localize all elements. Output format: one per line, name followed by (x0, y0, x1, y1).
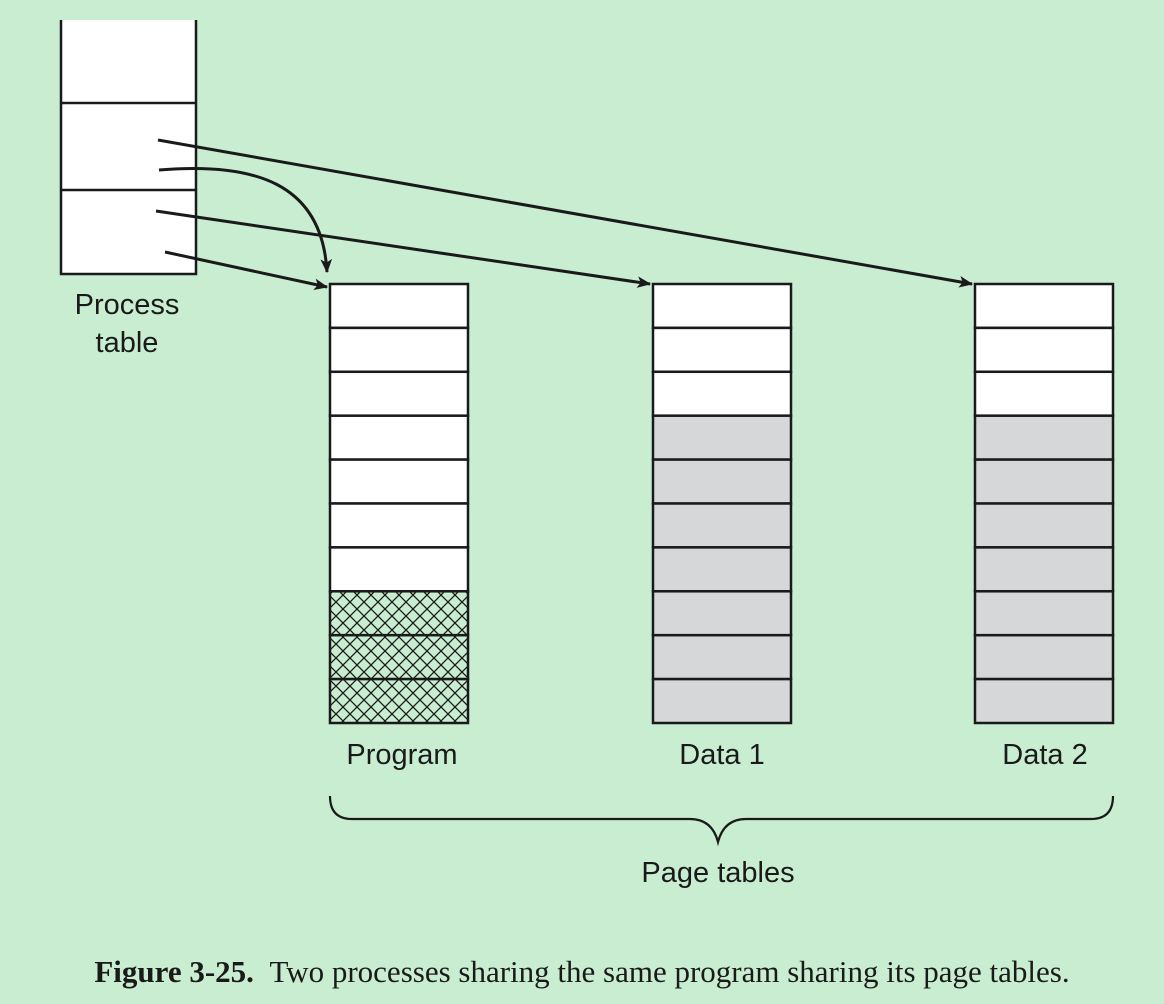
program-label: Program (346, 739, 458, 771)
data2-label: Data 2 (1002, 739, 1088, 771)
page-tables-label: Page tables (641, 857, 795, 889)
data2-page-entry (973, 458, 1115, 505)
program-page-table (328, 282, 470, 725)
program-page-entry (328, 282, 470, 330)
arrow-to-data1 (155, 209, 652, 288)
data2-page-entry (973, 590, 1115, 637)
arrow-to-data2 (157, 138, 974, 288)
process-table-label-line1: Process (74, 289, 180, 321)
data1-page-entry (651, 590, 793, 637)
program-page-entry (328, 458, 470, 505)
data1-page-entry (651, 414, 793, 461)
data1-label: Data 1 (679, 739, 765, 771)
program-page-entry (328, 633, 470, 681)
program-page-entry (328, 546, 470, 593)
data2-page-entry (973, 502, 1115, 549)
process-table (59, 20, 198, 276)
data1-page-entry (651, 502, 793, 549)
data2-page-entry (973, 414, 1115, 461)
figure-caption: Figure 3-25. Two processes sharing the s… (0, 952, 1164, 992)
data2-page-entry (973, 677, 1115, 725)
data1-page-entry (651, 326, 793, 374)
pointer-arrows (155, 138, 974, 290)
program-page-entry (328, 414, 470, 461)
data1-page-entry (651, 458, 793, 505)
data1-page-entry (651, 633, 793, 681)
data2-page-entry (973, 326, 1115, 374)
arrow-to-program (164, 250, 329, 290)
data2-page-entry (973, 633, 1115, 681)
data2-page-entry (973, 282, 1115, 330)
program-page-entry (328, 502, 470, 549)
page-sharing-diagram (59, 20, 1115, 847)
figure-caption-text: Two processes sharing the same program s… (269, 954, 1070, 989)
page-tables-brace (328, 795, 1115, 847)
data2-page-entry (973, 370, 1115, 417)
data1-page-entry (651, 370, 793, 417)
data2-page-table (973, 282, 1115, 725)
process-table-label-line2: table (95, 327, 159, 359)
program-page-entry (328, 326, 470, 374)
arrow-curved-to-program (158, 166, 333, 274)
data1-page-entry (651, 677, 793, 725)
data1-page-entry (651, 546, 793, 593)
data1-page-entry (651, 282, 793, 330)
program-page-entry (328, 370, 470, 417)
data1-page-table (651, 282, 793, 725)
program-page-entry (328, 677, 470, 725)
program-page-entry (328, 590, 470, 637)
figure-number: Figure 3-25. (94, 954, 254, 989)
process-table-label: Process table (52, 286, 202, 362)
data2-page-entry (973, 546, 1115, 593)
